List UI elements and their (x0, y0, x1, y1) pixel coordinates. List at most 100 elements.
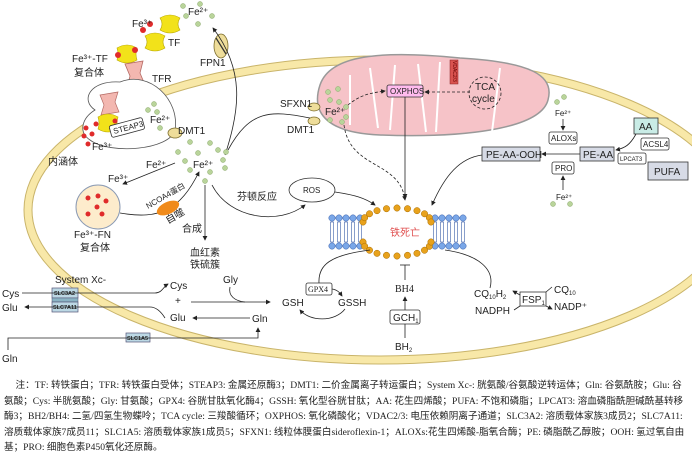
oxidized-lipid-head (413, 207, 421, 215)
lipid-head (328, 242, 336, 250)
gln-out-label: Gln (2, 354, 18, 365)
pufa-label: PUFA (654, 167, 680, 178)
fe2-label-top: Fe²⁺ (188, 7, 208, 18)
lipid-head (342, 214, 350, 222)
lipid-bilayer (328, 204, 467, 260)
lipid-tail (433, 221, 437, 243)
dmt1-endosome-label: DMT1 (178, 126, 206, 137)
tca-cycle-label: cycle (472, 94, 495, 105)
fe3-label-top: Fe³⁺ (132, 19, 152, 30)
fe2-dots-top (180, 1, 215, 27)
pufa-box (647, 161, 689, 181)
lipid-head (438, 214, 446, 222)
lipid-tail (330, 221, 334, 243)
lipid-head (328, 214, 336, 222)
fsp1-box (519, 291, 547, 307)
oxidized-lipid-head (421, 246, 428, 254)
oxidized-lipid-head (383, 205, 390, 213)
lipid-head (445, 214, 453, 222)
acsl4-box (640, 137, 670, 151)
lpcat3-label: LPCAT3 (620, 157, 643, 163)
tca-label: TCA (475, 82, 495, 93)
sfxn1-channel (307, 102, 321, 112)
fe2-endosome-label: Fe²⁺ (150, 115, 170, 126)
tfr-label: TFR (152, 74, 171, 85)
nadph-label: NADPH (475, 306, 510, 317)
oxidized-lipid-head (421, 210, 428, 218)
oxidized-lipid-head (427, 218, 435, 226)
heme-label: 血红素 (190, 246, 220, 259)
nadp-label: NADP⁺ (554, 302, 587, 313)
system-xc-label: System Xc- (55, 275, 106, 286)
fe2-ox-label: Fe²⁺ (146, 160, 166, 171)
lipid-tail (440, 221, 444, 243)
oxidized-lipid-head (361, 214, 369, 222)
oxidized-lipid-head (373, 249, 381, 257)
cys-in-label: Cys (170, 281, 187, 292)
dmt1-mito-label: DMT1 (287, 125, 315, 136)
steap3-box (109, 117, 145, 138)
dmt1-mito-channel (307, 116, 321, 126)
pro-box (551, 161, 575, 175)
lipid-tail (454, 221, 458, 243)
fpn1-label: FPN1 (200, 58, 226, 69)
fe2-cytosol-label: Fe²⁺ (193, 160, 213, 171)
fenton-label: 芬顿反应 (237, 190, 277, 203)
ros-node (288, 177, 336, 203)
lipid-head (349, 214, 357, 222)
lipid-tail (337, 221, 341, 243)
gssh-label: GSSH (338, 298, 366, 309)
lpcat3-box (617, 152, 647, 165)
oxidized-lipid-head (427, 238, 435, 246)
cq10-label: CQ10 (554, 285, 576, 297)
aloxs-box (548, 131, 578, 145)
pro-label: PRO (555, 164, 572, 173)
slc7a11-label: SLC7A11 (53, 305, 77, 311)
ferroptosis-diagram: Fe³⁺ TF Fe³⁺-TF 复合体 TFR Fe²⁺ FPN1 Fe³⁺ S… (2, 1, 692, 365)
aloxs-label: ALOXs (551, 134, 576, 143)
slc1a5-transporter (125, 332, 151, 343)
oxidized-lipid-head (404, 251, 411, 259)
vdac-label: VDAC2/3 (451, 61, 457, 82)
oxidized-lipid-head (366, 210, 373, 218)
fe-s-cluster-label: 铁硫簇 (190, 258, 220, 271)
lipid-tail (351, 221, 355, 243)
oxidized-lipid-head (413, 249, 421, 257)
gpx4-label: GPX4 (308, 285, 328, 294)
fe2-mito-label: Fe²⁺ (325, 107, 345, 118)
gly-label: Gly (223, 275, 238, 286)
bh4-label: BH4 (395, 284, 414, 295)
synthesis-label: 合成 (182, 222, 202, 235)
lipid-head (335, 214, 343, 222)
mitochondrion (316, 53, 550, 137)
lipid-head (445, 242, 453, 250)
lipid-head (349, 242, 357, 250)
fe2-pro-label: Fe²⁺ (556, 193, 572, 202)
plus-label: + (175, 296, 181, 307)
fsp1-label: FSP1 (522, 295, 545, 307)
tf-label: TF (168, 38, 180, 49)
ferroptosis-label: 铁死亡 (390, 226, 420, 239)
endosome-fe3-dots (81, 118, 118, 147)
aa-box (633, 117, 659, 135)
lipid-head (342, 242, 350, 250)
lipid-head (452, 242, 460, 250)
fe2-dots-cytosol (175, 139, 229, 184)
endosome-label: 内涵体 (48, 155, 78, 168)
mitochondrion-cristae (349, 61, 501, 133)
lipid-head (459, 214, 467, 222)
fe3-tf-label: Fe³⁺-TF (72, 54, 108, 65)
dmt1-endosome-channel (167, 127, 183, 139)
oxidized-lipid-head (361, 242, 369, 250)
lipid-head (335, 242, 343, 250)
aa-label: AA (639, 122, 653, 133)
oxidized-lipid-head (383, 251, 390, 259)
fe2-dots-mito (325, 86, 349, 125)
ros-label: ROS (303, 186, 320, 195)
fe2-aloxs-label: Fe²⁺ (555, 109, 571, 118)
fe3-endosome-label: Fe³⁺ (92, 142, 112, 153)
figure-note: 注：TF: 转铁蛋白；TFR: 转铁蛋白受体；STEAP3: 金属还原酶3；DM… (4, 380, 685, 453)
fe2-dots-endosome (145, 101, 163, 131)
lipid-tail (461, 221, 465, 243)
lipid-tail (358, 221, 362, 243)
